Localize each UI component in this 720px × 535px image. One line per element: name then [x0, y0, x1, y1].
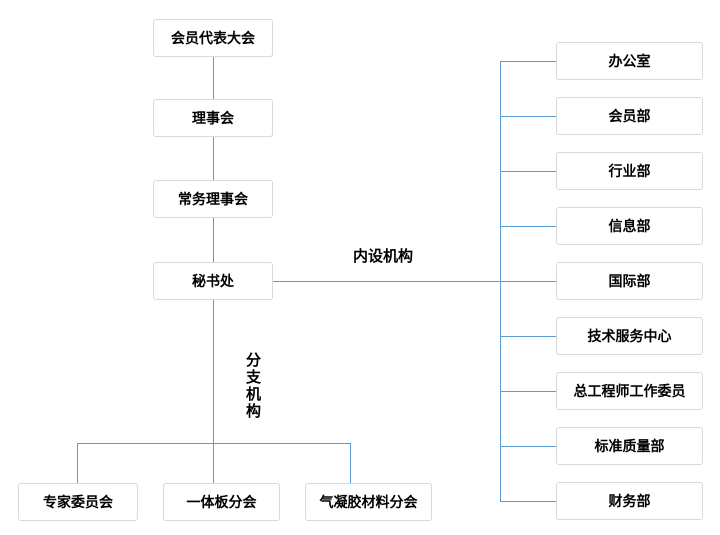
connector-stub-international [500, 280, 556, 282]
connector-branch-trunk [212, 300, 214, 483]
node-aerogel-branch: 气凝胶材料分会 [305, 483, 432, 521]
internal-section-label: 内设机构 [353, 247, 414, 265]
node-industry-dept: 行业部 [556, 152, 703, 190]
node-international-dept: 国际部 [556, 262, 703, 300]
node-chief-engineer-committee: 总工程师工作委员 [556, 372, 703, 410]
node-membership-dept: 会员部 [556, 97, 703, 135]
connector-branch-bar [77, 442, 350, 444]
connector-chain-3 [212, 218, 214, 262]
connector-stub-office [500, 60, 556, 62]
branch-section-label: 分支机构 [244, 352, 262, 420]
connector-stub-chief-engineer [500, 390, 556, 392]
connector-chain-1 [212, 57, 214, 99]
node-expert-committee: 专家委员会 [18, 483, 138, 521]
node-standing-council: 常务理事会 [153, 180, 273, 218]
node-integrated-panel-branch: 一体板分会 [163, 483, 280, 521]
node-member-congress: 会员代表大会 [153, 19, 273, 57]
node-secretariat: 秘书处 [153, 262, 273, 300]
connector-secretariat-to-trunk [273, 280, 500, 282]
connector-stub-standards [500, 445, 556, 447]
connector-stub-industry [500, 170, 556, 172]
node-tech-service-center: 技术服务中心 [556, 317, 703, 355]
connector-stub-tech-service [500, 335, 556, 337]
connector-chain-2 [212, 137, 214, 180]
connector-drop-expert [76, 443, 78, 483]
connector-drop-aerogel [349, 443, 351, 483]
connector-stub-membership [500, 115, 556, 117]
node-council: 理事会 [153, 99, 273, 137]
node-office: 办公室 [556, 42, 703, 80]
node-finance-dept: 财务部 [556, 482, 703, 520]
connector-stub-finance [500, 500, 556, 502]
node-information-dept: 信息部 [556, 207, 703, 245]
connector-stub-information [500, 225, 556, 227]
node-standards-quality-dept: 标准质量部 [556, 427, 703, 465]
